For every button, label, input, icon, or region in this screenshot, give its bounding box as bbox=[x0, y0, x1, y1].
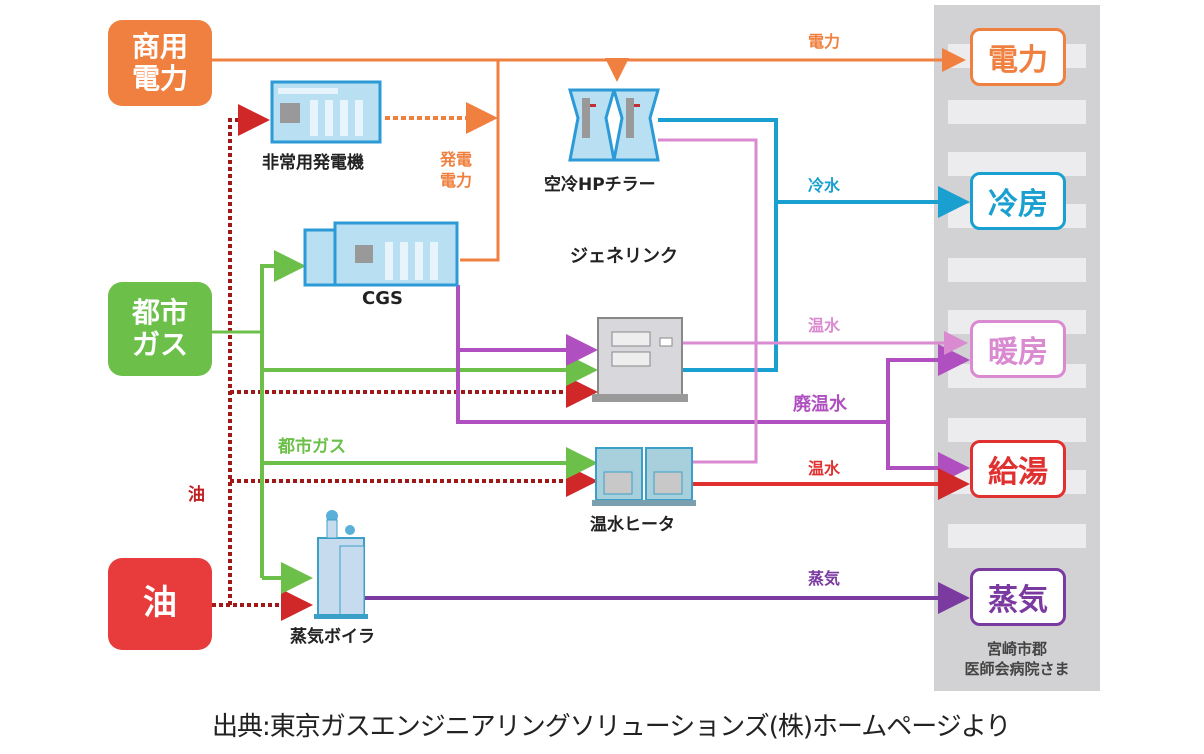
source-commercial-power: 商用電力 bbox=[108, 20, 212, 106]
gas-to-cgs-line bbox=[260, 250, 306, 578]
chiller-chilled-line bbox=[658, 118, 778, 202]
destination-cooling: 冷房 bbox=[970, 172, 1066, 230]
flow-label-city-gas: 都市ガス bbox=[278, 437, 346, 457]
source-credit: 出典:東京ガスエンジニアリングソリューションズ(株)ホームページより bbox=[212, 712, 1011, 742]
building-floor bbox=[948, 524, 1086, 548]
air-hp-chiller-label: 空冷HPチラー bbox=[544, 175, 656, 195]
destination-hot-water-supply: 給湯 bbox=[970, 440, 1066, 498]
chiller-hot-line bbox=[658, 138, 758, 464]
destination-power: 電力 bbox=[970, 28, 1066, 86]
air-hp-chiller-icon bbox=[568, 88, 660, 162]
steam-boiler-label: 蒸気ボイラ bbox=[290, 627, 375, 647]
source-label: 都市 bbox=[131, 295, 188, 329]
building-floor bbox=[948, 258, 1086, 282]
hospital-name-line2: 医師会病院さま bbox=[964, 659, 1070, 678]
source-label: ガス bbox=[131, 328, 188, 361]
cgs-icon bbox=[303, 221, 459, 287]
destination-heating: 暖房 bbox=[970, 320, 1066, 378]
cgs-label: CGS bbox=[362, 288, 403, 309]
source-label: 電力 bbox=[131, 62, 188, 95]
waste-to-hotwater-line bbox=[886, 422, 970, 484]
building-floor bbox=[948, 418, 1086, 442]
flow-label-line: 発電 bbox=[440, 150, 473, 169]
flow-label-steam: 蒸気 bbox=[808, 569, 841, 588]
genelink-chilled-line bbox=[680, 202, 778, 372]
flow-label-oil: 油 bbox=[188, 485, 205, 505]
source-label: 油 bbox=[143, 583, 177, 624]
cgs-power-line bbox=[460, 60, 500, 262]
waste-to-heating-line bbox=[886, 344, 970, 422]
emergency-generator-icon bbox=[270, 80, 382, 144]
source-city-gas: 都市ガス bbox=[108, 282, 212, 376]
flow-label-hot-water: 温水 bbox=[808, 316, 841, 335]
flow-label-hot-water-red: 温水 bbox=[808, 459, 841, 478]
hot-water-heater-icon bbox=[592, 447, 696, 506]
hospital-name: 宮崎市郡 医師会病院さま bbox=[934, 640, 1100, 679]
flow-label-generated-power: 発電 電力 bbox=[440, 150, 472, 192]
hospital-name-line1: 宮崎市郡 bbox=[986, 640, 1047, 658]
cgs-waste-heat-line bbox=[456, 285, 888, 424]
oil-trunk-line bbox=[228, 104, 270, 605]
building-floor bbox=[948, 100, 1086, 124]
emergency-generator-label: 非常用発電機 bbox=[262, 153, 364, 173]
flow-label-chilled-water: 冷水 bbox=[808, 176, 841, 195]
source-oil: 油 bbox=[108, 558, 212, 650]
steam-boiler-icon bbox=[314, 510, 368, 619]
flow-label-waste-hot-water: 廃温水 bbox=[793, 394, 847, 415]
genelink-icon bbox=[592, 317, 688, 402]
source-label: 商用 bbox=[131, 29, 188, 63]
flow-label-line: 電力 bbox=[440, 170, 473, 190]
genelink-label: ジェネリンク bbox=[570, 246, 678, 267]
destination-steam: 蒸気 bbox=[970, 568, 1066, 626]
hot-water-heater-label: 温水ヒータ bbox=[590, 515, 675, 535]
flow-label-power: 電力 bbox=[808, 32, 841, 51]
